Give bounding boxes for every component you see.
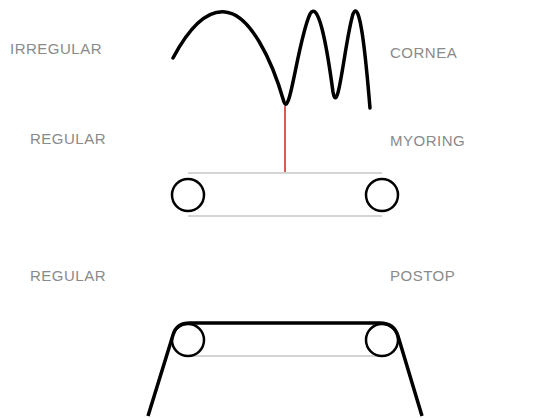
myoring-cross-section [172,173,398,216]
state-label: IRREGULAR [10,40,102,58]
part-label: POSTOP [390,267,455,285]
state-label: REGULAR [30,130,106,148]
postop-cornea [148,323,422,416]
part-label: CORNEA [390,44,457,62]
red-indicator-line [284,106,286,172]
irregular-cornea-curve [173,11,370,108]
state-label: REGULAR [30,267,106,285]
part-label: MYORING [390,132,465,150]
